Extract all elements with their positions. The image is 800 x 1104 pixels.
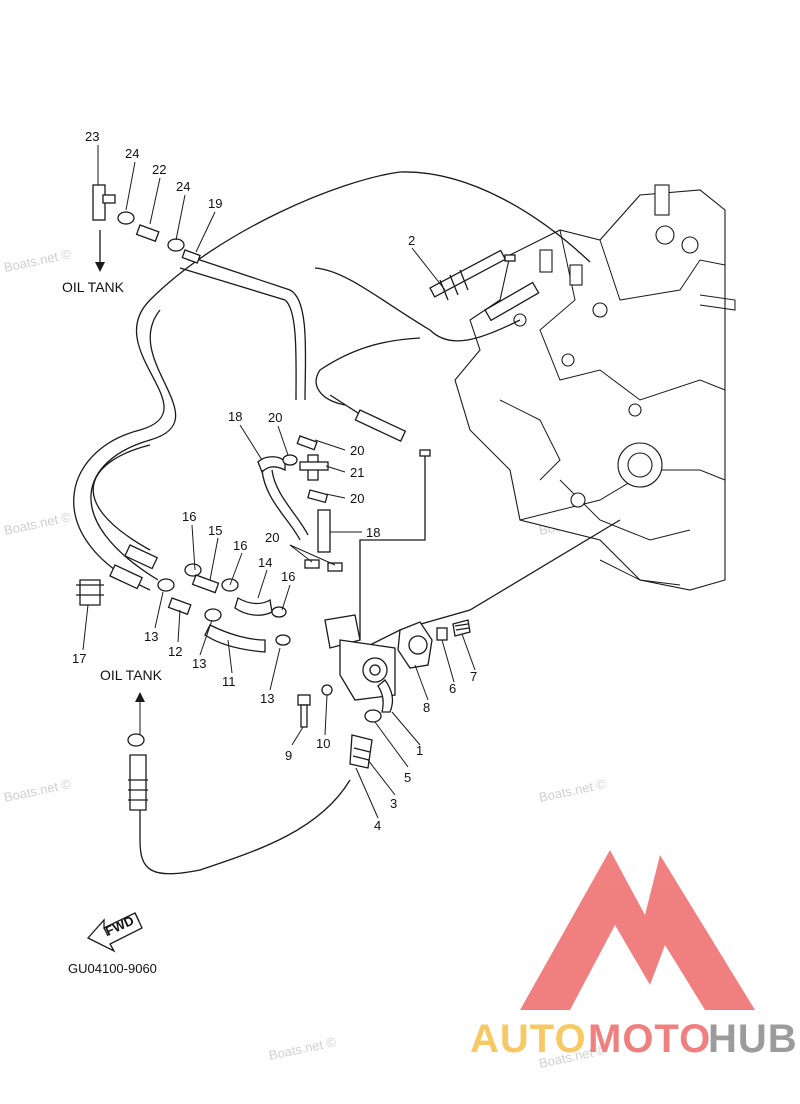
part-label-14: 14 (258, 555, 272, 570)
part-label-12: 12 (168, 644, 182, 659)
parts-left (76, 544, 273, 653)
diagram-code: GU04100-9060 (68, 961, 157, 976)
part-labels: 23 24 22 24 19 2 18 20 20 21 20 18 20 16… (72, 129, 477, 833)
part-label-6: 6 (449, 681, 456, 696)
part-label-1: 1 (416, 743, 423, 758)
part-label-16: 16 (182, 509, 196, 524)
part-label-13: 13 (144, 629, 158, 644)
part-label-21: 21 (350, 465, 364, 480)
logo-inner-cut (585, 945, 640, 1000)
part-label-17: 17 (72, 651, 86, 666)
engine-block (454, 184, 736, 591)
part-label-16: 16 (233, 538, 247, 553)
part-label-22: 22 (152, 162, 166, 177)
fwd-arrow-icon: FWD (86, 912, 143, 953)
part-label-2: 2 (408, 233, 415, 248)
watermark-text: Boats.net © (268, 1034, 338, 1063)
parts-top-left (92, 184, 201, 272)
brand-logo: AUTO MOTO HUB (470, 850, 798, 1061)
part-label-24: 24 (125, 146, 139, 161)
part-label-24: 24 (176, 179, 190, 194)
part-label-7: 7 (470, 669, 477, 684)
oil-tank-label-top: OIL TANK (62, 279, 125, 295)
part-label-18: 18 (228, 409, 242, 424)
oil-pump-assembly (127, 614, 471, 811)
part-label-10: 10 (316, 736, 330, 751)
part-label-18: 18 (366, 525, 380, 540)
part-label-19: 19 (208, 196, 222, 211)
part-label-20: 20 (350, 491, 364, 506)
cable-2 (329, 249, 540, 457)
brand-text-moto: MOTO (588, 1017, 711, 1061)
part-label-4: 4 (374, 818, 381, 833)
leader-lines (82, 145, 476, 819)
watermark-text: Boats.net © (3, 776, 73, 805)
part-label-5: 5 (404, 770, 411, 785)
part-label-8: 8 (423, 700, 430, 715)
part-label-16: 16 (281, 569, 295, 584)
part-label-11: 11 (222, 674, 236, 689)
brand-text-auto: AUTO (470, 1017, 587, 1061)
logo-triangle-mark (520, 850, 755, 1010)
part-label-3: 3 (390, 796, 397, 811)
part-label-23: 23 (85, 129, 99, 144)
part-label-13: 13 (192, 656, 206, 671)
parts-center (257, 435, 343, 646)
watermark-text: Boats.net © (538, 776, 608, 805)
oil-tank-label-bottom: OIL TANK (100, 667, 163, 683)
brand-text-hub: HUB (708, 1017, 798, 1061)
watermark-text: Boats.net © (3, 509, 73, 538)
part-label-20: 20 (268, 410, 282, 425)
part-label-13: 13 (260, 691, 274, 706)
part-label-15: 15 (208, 523, 222, 538)
part-label-9: 9 (285, 748, 292, 763)
watermark-text: Boats.net © (3, 246, 73, 275)
part-label-20: 20 (265, 530, 279, 545)
part-label-20: 20 (350, 443, 364, 458)
